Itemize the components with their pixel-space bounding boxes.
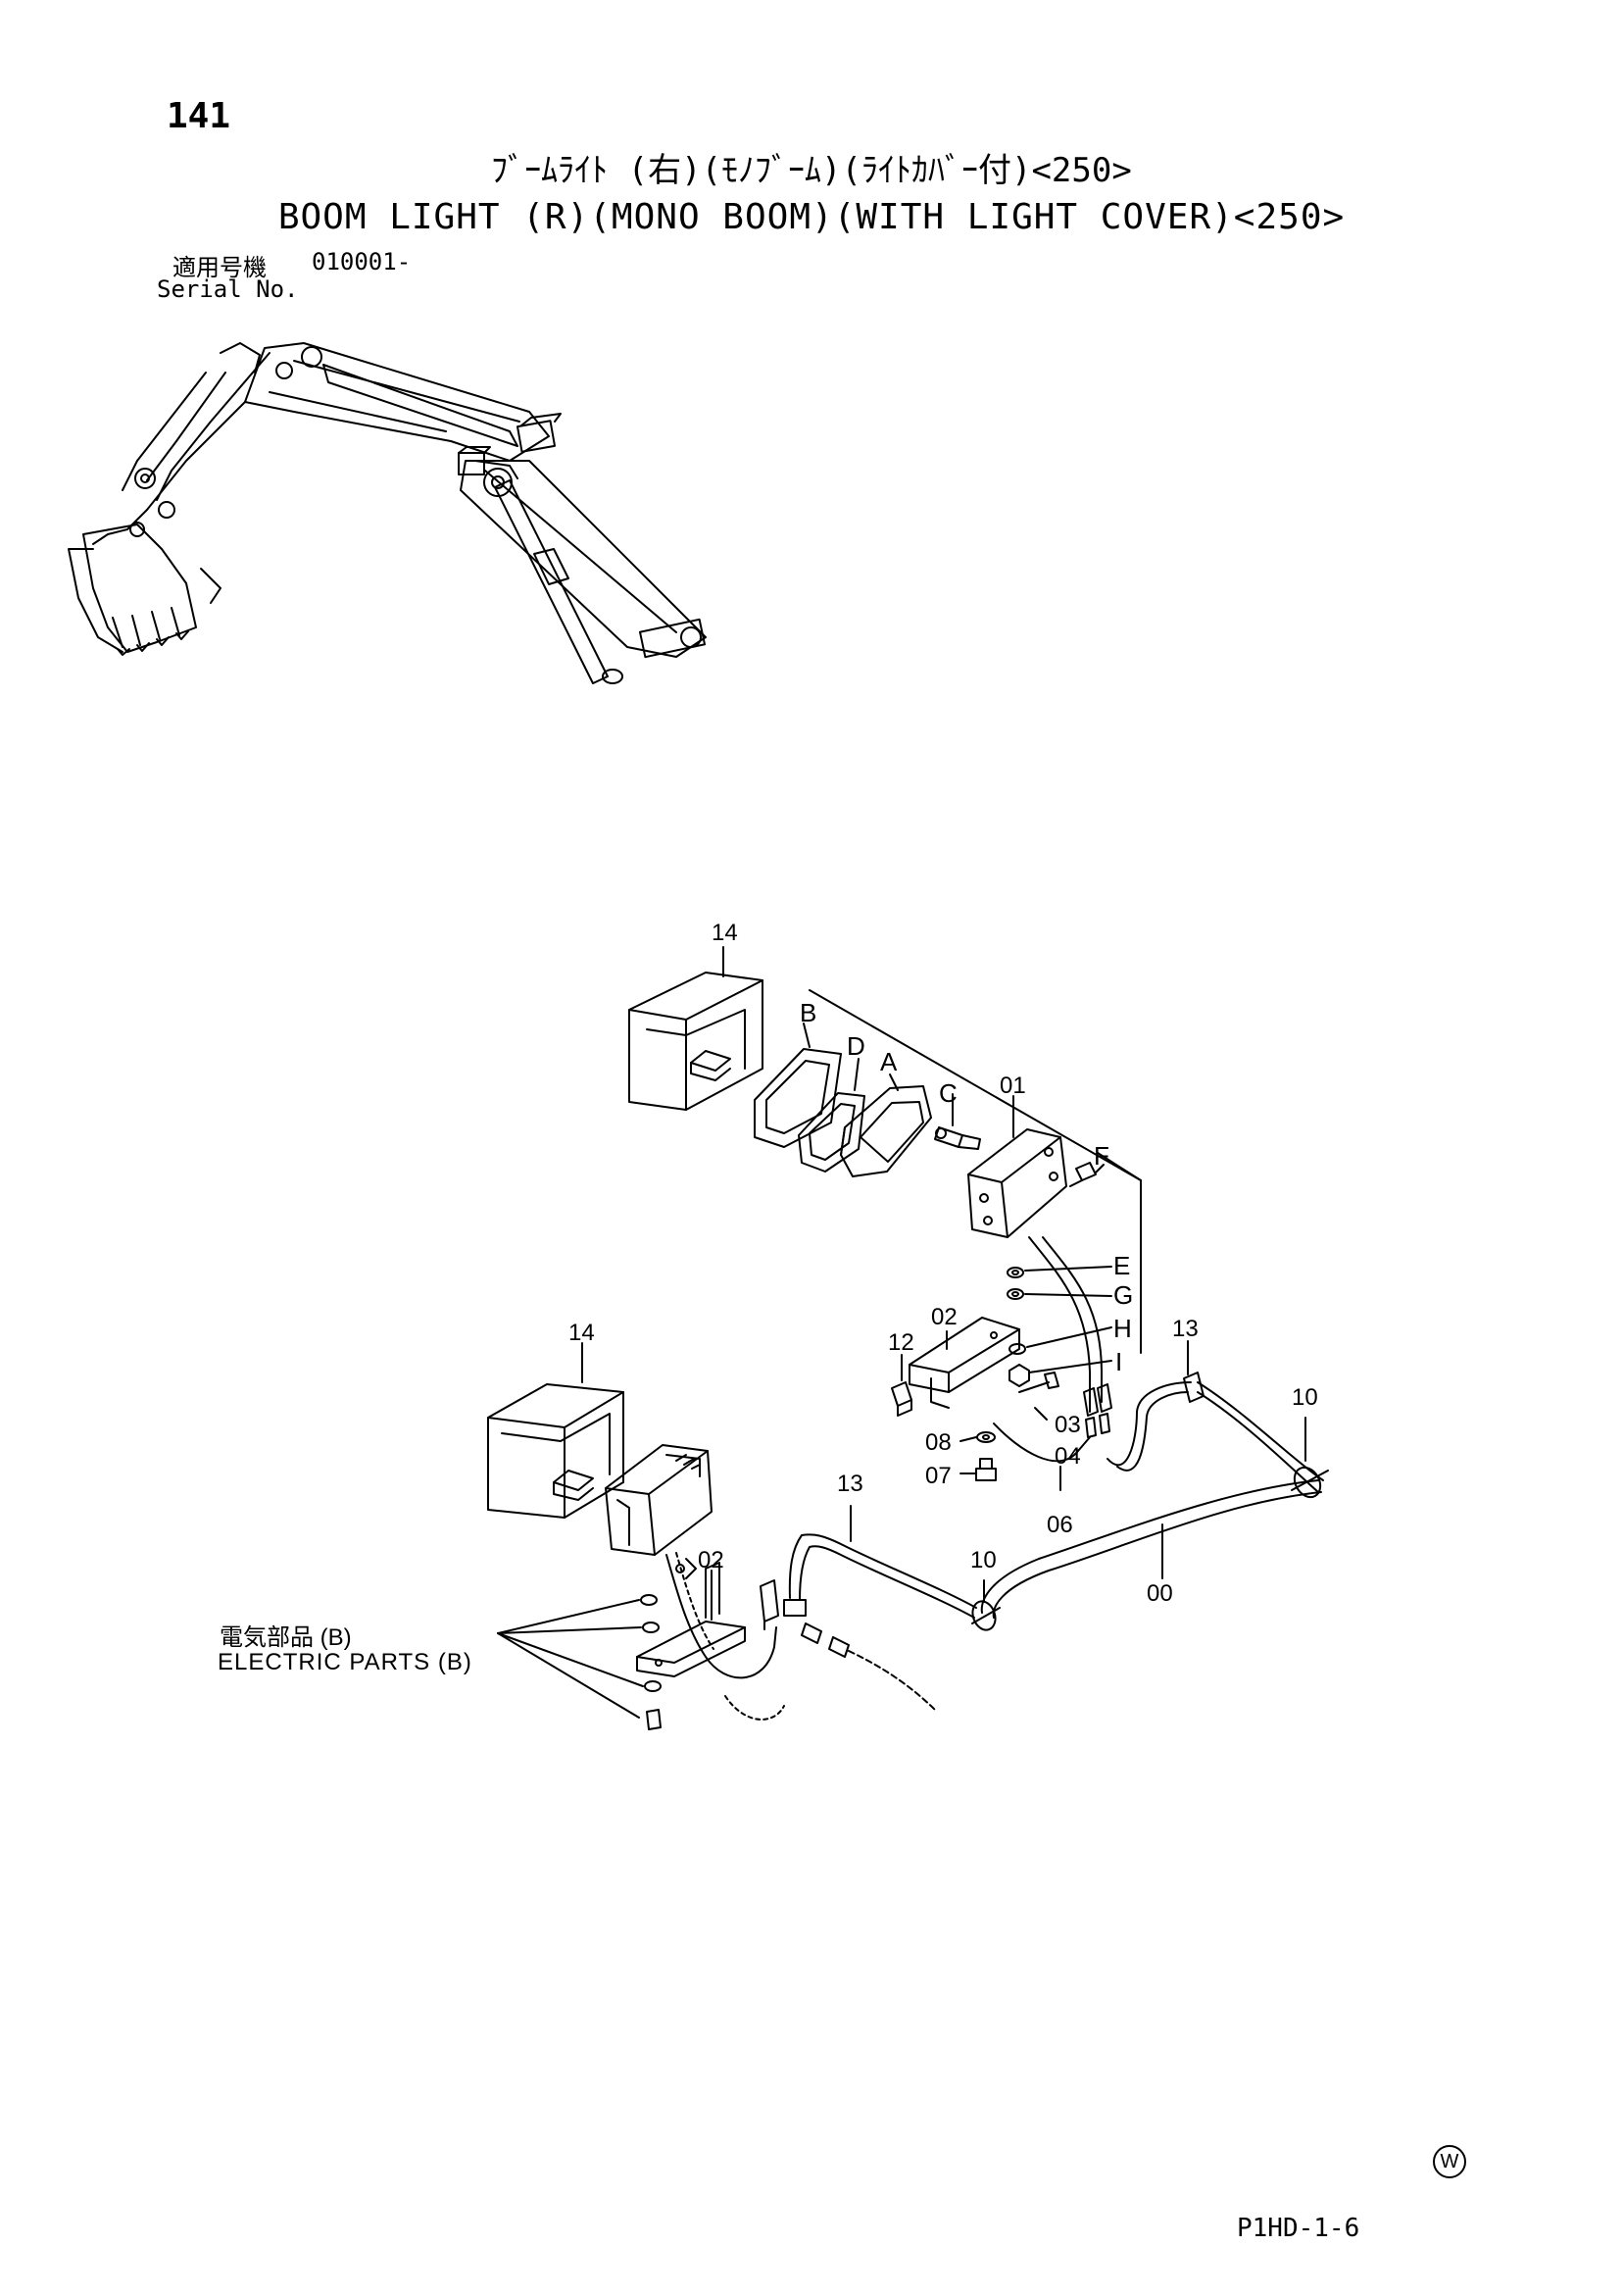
callout-01: 01 bbox=[1000, 1073, 1026, 1099]
callout-13-right: 13 bbox=[1172, 1316, 1199, 1342]
electric-parts-leaders bbox=[497, 1599, 644, 1719]
clip-12 bbox=[891, 1381, 912, 1417]
callout-14-top: 14 bbox=[712, 920, 738, 946]
callout-I: I bbox=[1115, 1347, 1123, 1376]
leader-F bbox=[1095, 1164, 1105, 1173]
nut-I bbox=[1008, 1364, 1030, 1387]
callout-02-bottom: 02 bbox=[698, 1547, 724, 1573]
gasket-B bbox=[754, 1048, 842, 1148]
callout-C: C bbox=[939, 1078, 958, 1108]
serial-value: 010001- bbox=[312, 248, 412, 275]
callout-12: 12 bbox=[888, 1329, 914, 1356]
title-japanese: ﾌﾞｰﾑﾗｲﾄ (右)(ﾓﾉﾌﾞｰﾑ)(ﾗｲﾄｶﾊﾞｰ付)<250> bbox=[491, 151, 1132, 190]
callout-06: 06 bbox=[1047, 1512, 1073, 1538]
light-cover-14-top bbox=[628, 972, 763, 1111]
title-english: BOOM LIGHT (R)(MONO BOOM)(WITH LIGHT COV… bbox=[277, 197, 1346, 237]
serial-label-japanese: 適用号機 bbox=[172, 254, 267, 281]
callout-14-bottom: 14 bbox=[568, 1320, 595, 1346]
callout-G: G bbox=[1113, 1280, 1134, 1310]
leader-D bbox=[854, 1058, 860, 1091]
callout-H: H bbox=[1113, 1314, 1132, 1343]
clamp-10-bottom bbox=[971, 1600, 1001, 1631]
harness-06 bbox=[993, 1423, 1091, 1463]
electric-parts-hardware bbox=[640, 1594, 662, 1730]
callout-00: 00 bbox=[1147, 1580, 1173, 1607]
lamp-harness bbox=[1028, 1236, 1091, 1413]
washer-08 bbox=[976, 1431, 996, 1443]
washer-H bbox=[1008, 1343, 1026, 1355]
washer-G bbox=[1007, 1288, 1024, 1300]
lamp-assembly-bottom bbox=[605, 1444, 713, 1556]
bolt-03 bbox=[1018, 1372, 1059, 1393]
callout-13-left: 13 bbox=[837, 1471, 863, 1497]
bracket-02-bottom bbox=[636, 1562, 779, 1677]
screw-F bbox=[1069, 1162, 1097, 1187]
excavator-overview-illustration bbox=[68, 342, 707, 684]
callout-F: F bbox=[1094, 1141, 1109, 1171]
bottom-wiring bbox=[665, 1552, 938, 1721]
bulb-C bbox=[934, 1126, 981, 1150]
callout-08: 08 bbox=[925, 1429, 952, 1456]
callout-02-top: 02 bbox=[931, 1304, 958, 1330]
leader-A bbox=[889, 1073, 899, 1091]
callout-07: 07 bbox=[925, 1463, 952, 1489]
leader-I bbox=[1028, 1360, 1112, 1373]
leader-B bbox=[803, 1023, 811, 1048]
lamp-body-01 bbox=[967, 1128, 1067, 1238]
group-bracket-arm bbox=[1097, 1152, 1142, 1181]
bolt-07 bbox=[975, 1458, 997, 1481]
serial-label-english: Serial No. bbox=[157, 275, 299, 303]
harness-13-right bbox=[1107, 1372, 1324, 1493]
callout-A: A bbox=[880, 1047, 898, 1076]
washer-E bbox=[1007, 1267, 1024, 1278]
page-number: 141 bbox=[167, 96, 231, 136]
gasket-D bbox=[798, 1092, 865, 1173]
harness-13-left bbox=[783, 1533, 977, 1619]
light-cover-14-bottom bbox=[487, 1383, 624, 1519]
electric-parts-label-japanese: 電気部品 (B) bbox=[220, 1624, 352, 1651]
document-code: P1HD-1-6 bbox=[1237, 2214, 1360, 2243]
connectors-03-04 bbox=[1083, 1383, 1112, 1438]
callout-04: 04 bbox=[1055, 1443, 1081, 1470]
callout-10-right: 10 bbox=[1292, 1384, 1318, 1411]
harness-00 bbox=[980, 1479, 1322, 1619]
leader-03 bbox=[1034, 1407, 1048, 1421]
callout-10-bottom: 10 bbox=[970, 1547, 997, 1573]
electric-parts-label-english: ELECTRIC PARTS (B) bbox=[218, 1649, 472, 1675]
callout-B: B bbox=[800, 998, 817, 1027]
callout-D: D bbox=[847, 1031, 865, 1061]
w-circle-mark: W bbox=[1433, 2145, 1466, 2178]
bracket-02-top bbox=[909, 1317, 1020, 1409]
callout-E: E bbox=[1113, 1251, 1131, 1280]
lens-A bbox=[840, 1085, 932, 1177]
callout-03: 03 bbox=[1055, 1412, 1081, 1438]
leader-G bbox=[1024, 1293, 1112, 1297]
leader-08 bbox=[959, 1436, 977, 1442]
